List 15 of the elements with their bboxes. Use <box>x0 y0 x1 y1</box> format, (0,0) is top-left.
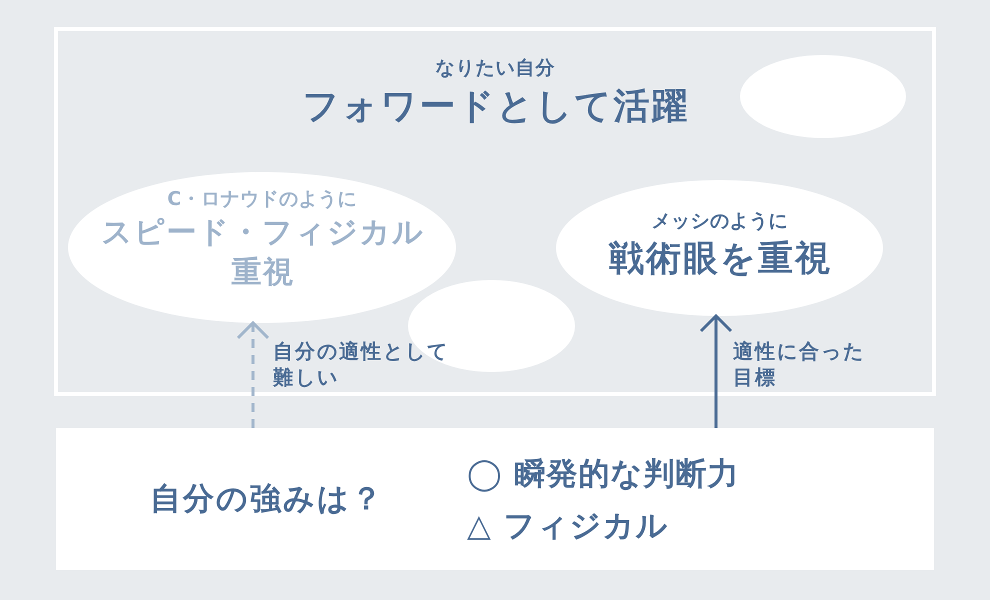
arrow <box>700 314 732 428</box>
bubble-heading: 戦術眼を重視 <box>608 238 832 281</box>
goal-panel <box>54 27 936 396</box>
bubble-subheading: C・ロナウドのように <box>166 187 358 212</box>
bubble-subheading: メッシのように <box>651 208 788 234</box>
dashed-arrow <box>236 321 270 428</box>
edge-label: 適性に合った目標 <box>733 338 866 390</box>
question-text: 自分の強みは？ <box>150 480 384 519</box>
panel-heading: フォワードとして活躍 <box>302 84 690 129</box>
edge-label: 自分の適性として難しい <box>273 338 450 390</box>
bubble-heading: スピード・フィジカル重視 <box>100 214 426 292</box>
list-item: ◯ 瞬発的な判断力 <box>467 455 740 494</box>
panel-subheading: なりたい自分 <box>434 56 556 81</box>
list-item: △ フィジカル <box>467 507 669 546</box>
strengths-panel <box>56 428 934 570</box>
